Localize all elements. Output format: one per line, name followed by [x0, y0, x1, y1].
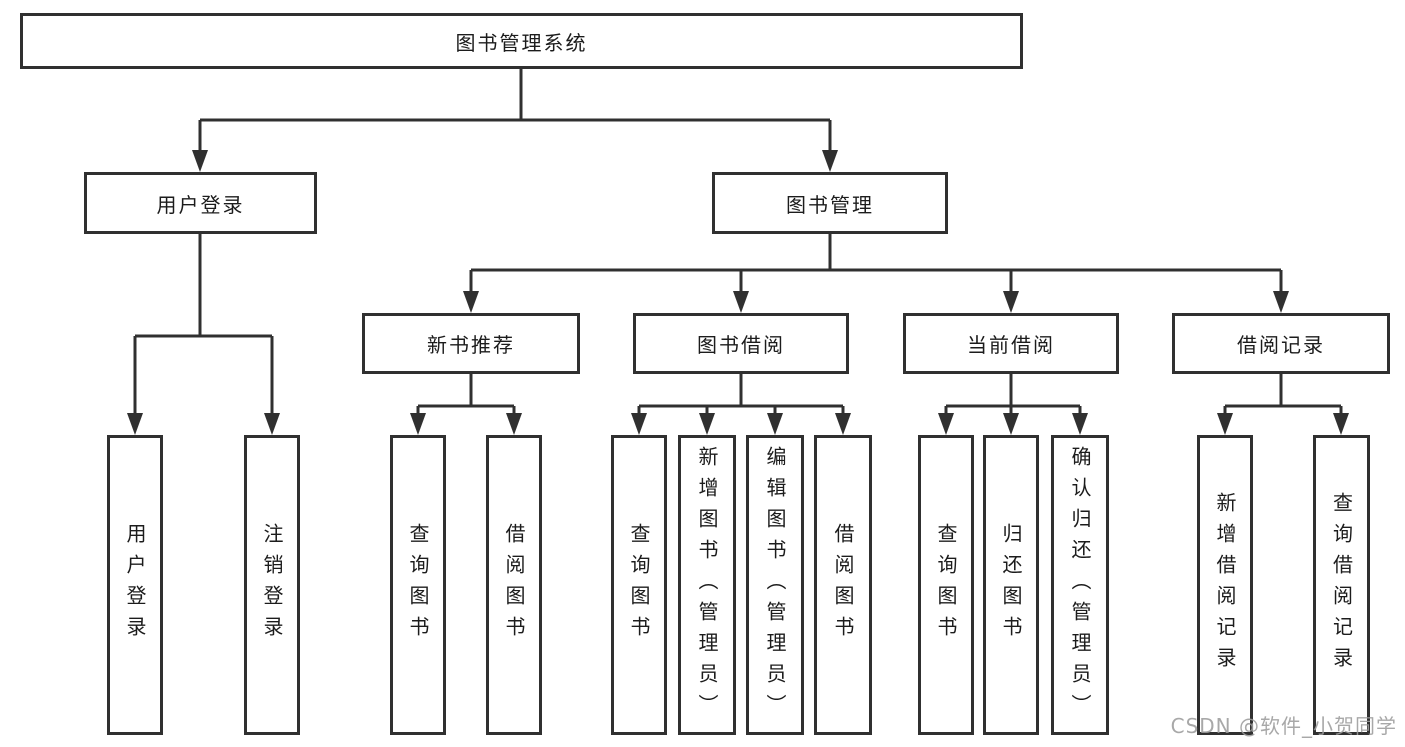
leaf-label: 借阅图书 [502, 523, 526, 647]
connector-new-book-branch [416, 374, 516, 419]
leaf-edit-book-admin: 编辑图书（管理员） [746, 435, 804, 735]
leaf-return-book: 归还图书 [983, 435, 1039, 735]
leaf-add-borrow-record: 新增借阅记录 [1197, 435, 1253, 735]
arrow-down-icon [506, 413, 522, 435]
arrow-down-icon [631, 413, 647, 435]
connector-book-management-branch [469, 234, 1283, 297]
arrow-down-icon [938, 413, 954, 435]
arrow-down-icon [1273, 291, 1289, 313]
leaf-confirm-return-admin: 确认归还（管理员） [1051, 435, 1109, 735]
node-new-book-recommend: 新书推荐 [362, 313, 580, 374]
node-label: 新书推荐 [427, 333, 515, 357]
arrow-down-icon [733, 291, 749, 313]
leaf-label: 查询图书 [627, 523, 651, 647]
arrow-down-icon [835, 413, 851, 435]
arrow-down-icon [1003, 291, 1019, 313]
leaf-borrow-books-recommend: 借阅图书 [486, 435, 542, 735]
leaf-label: 查询借阅记录 [1329, 492, 1354, 678]
connector-book-borrow-branch [637, 374, 845, 419]
leaf-label: 查询图书 [406, 523, 430, 647]
leaf-label: 用户登录 [123, 523, 147, 647]
arrow-down-icon [1003, 413, 1019, 435]
connector-current-borrow-branch [944, 374, 1082, 419]
leaf-label: 借阅图书 [831, 523, 855, 647]
leaf-label: 新增图书（管理员） [695, 445, 719, 725]
leaf-user-login: 用户登录 [107, 435, 163, 735]
leaf-label: 归还图书 [999, 523, 1023, 647]
arrow-down-icon [699, 413, 715, 435]
leaf-query-borrow-record: 查询借阅记录 [1313, 435, 1370, 735]
node-root-library-management-system: 图书管理系统 [20, 13, 1023, 69]
node-label: 借阅记录 [1237, 333, 1325, 357]
node-label: 图书管理 [786, 192, 874, 217]
node-current-borrowing: 当前借阅 [903, 313, 1119, 374]
arrow-down-icon [264, 413, 280, 435]
leaf-logout: 注销登录 [244, 435, 300, 735]
leaf-label: 新增借阅记录 [1213, 492, 1237, 678]
arrow-down-icon [767, 413, 783, 435]
watermark: CSDN @软件_小贺同学 [1170, 714, 1397, 738]
connector-borrow-records-branch [1223, 374, 1343, 419]
leaf-label: 注销登录 [260, 523, 284, 647]
leaf-label: 确认归还（管理员） [1068, 445, 1092, 725]
node-user-login: 用户登录 [84, 172, 317, 234]
connector-user-login-branch [133, 234, 274, 419]
arrow-down-icon [1072, 413, 1088, 435]
leaf-query-books-borrow: 查询图书 [611, 435, 667, 735]
arrowheads [127, 150, 1349, 435]
arrow-down-icon [410, 413, 426, 435]
leaf-query-books-recommend: 查询图书 [390, 435, 446, 735]
node-label: 图书借阅 [697, 333, 785, 357]
arrow-down-icon [127, 413, 143, 435]
arrow-down-icon [192, 150, 208, 172]
leaf-label: 编辑图书（管理员） [763, 445, 787, 725]
leaf-label: 查询图书 [934, 523, 958, 647]
arrow-down-icon [822, 150, 838, 172]
arrow-down-icon [1333, 413, 1349, 435]
arrow-down-icon [463, 291, 479, 313]
node-book-management: 图书管理 [712, 172, 948, 234]
node-label: 图书管理系统 [455, 30, 588, 55]
leaf-borrow-books: 借阅图书 [814, 435, 872, 735]
node-borrowing-records: 借阅记录 [1172, 313, 1390, 374]
node-label: 用户登录 [156, 192, 245, 217]
leaf-query-books-current: 查询图书 [918, 435, 974, 735]
leaf-add-book-admin: 新增图书（管理员） [678, 435, 736, 735]
node-label: 当前借阅 [967, 333, 1055, 357]
connector-root-to-level2 [198, 68, 832, 156]
arrow-down-icon [1217, 413, 1233, 435]
node-book-borrowing: 图书借阅 [633, 313, 849, 374]
